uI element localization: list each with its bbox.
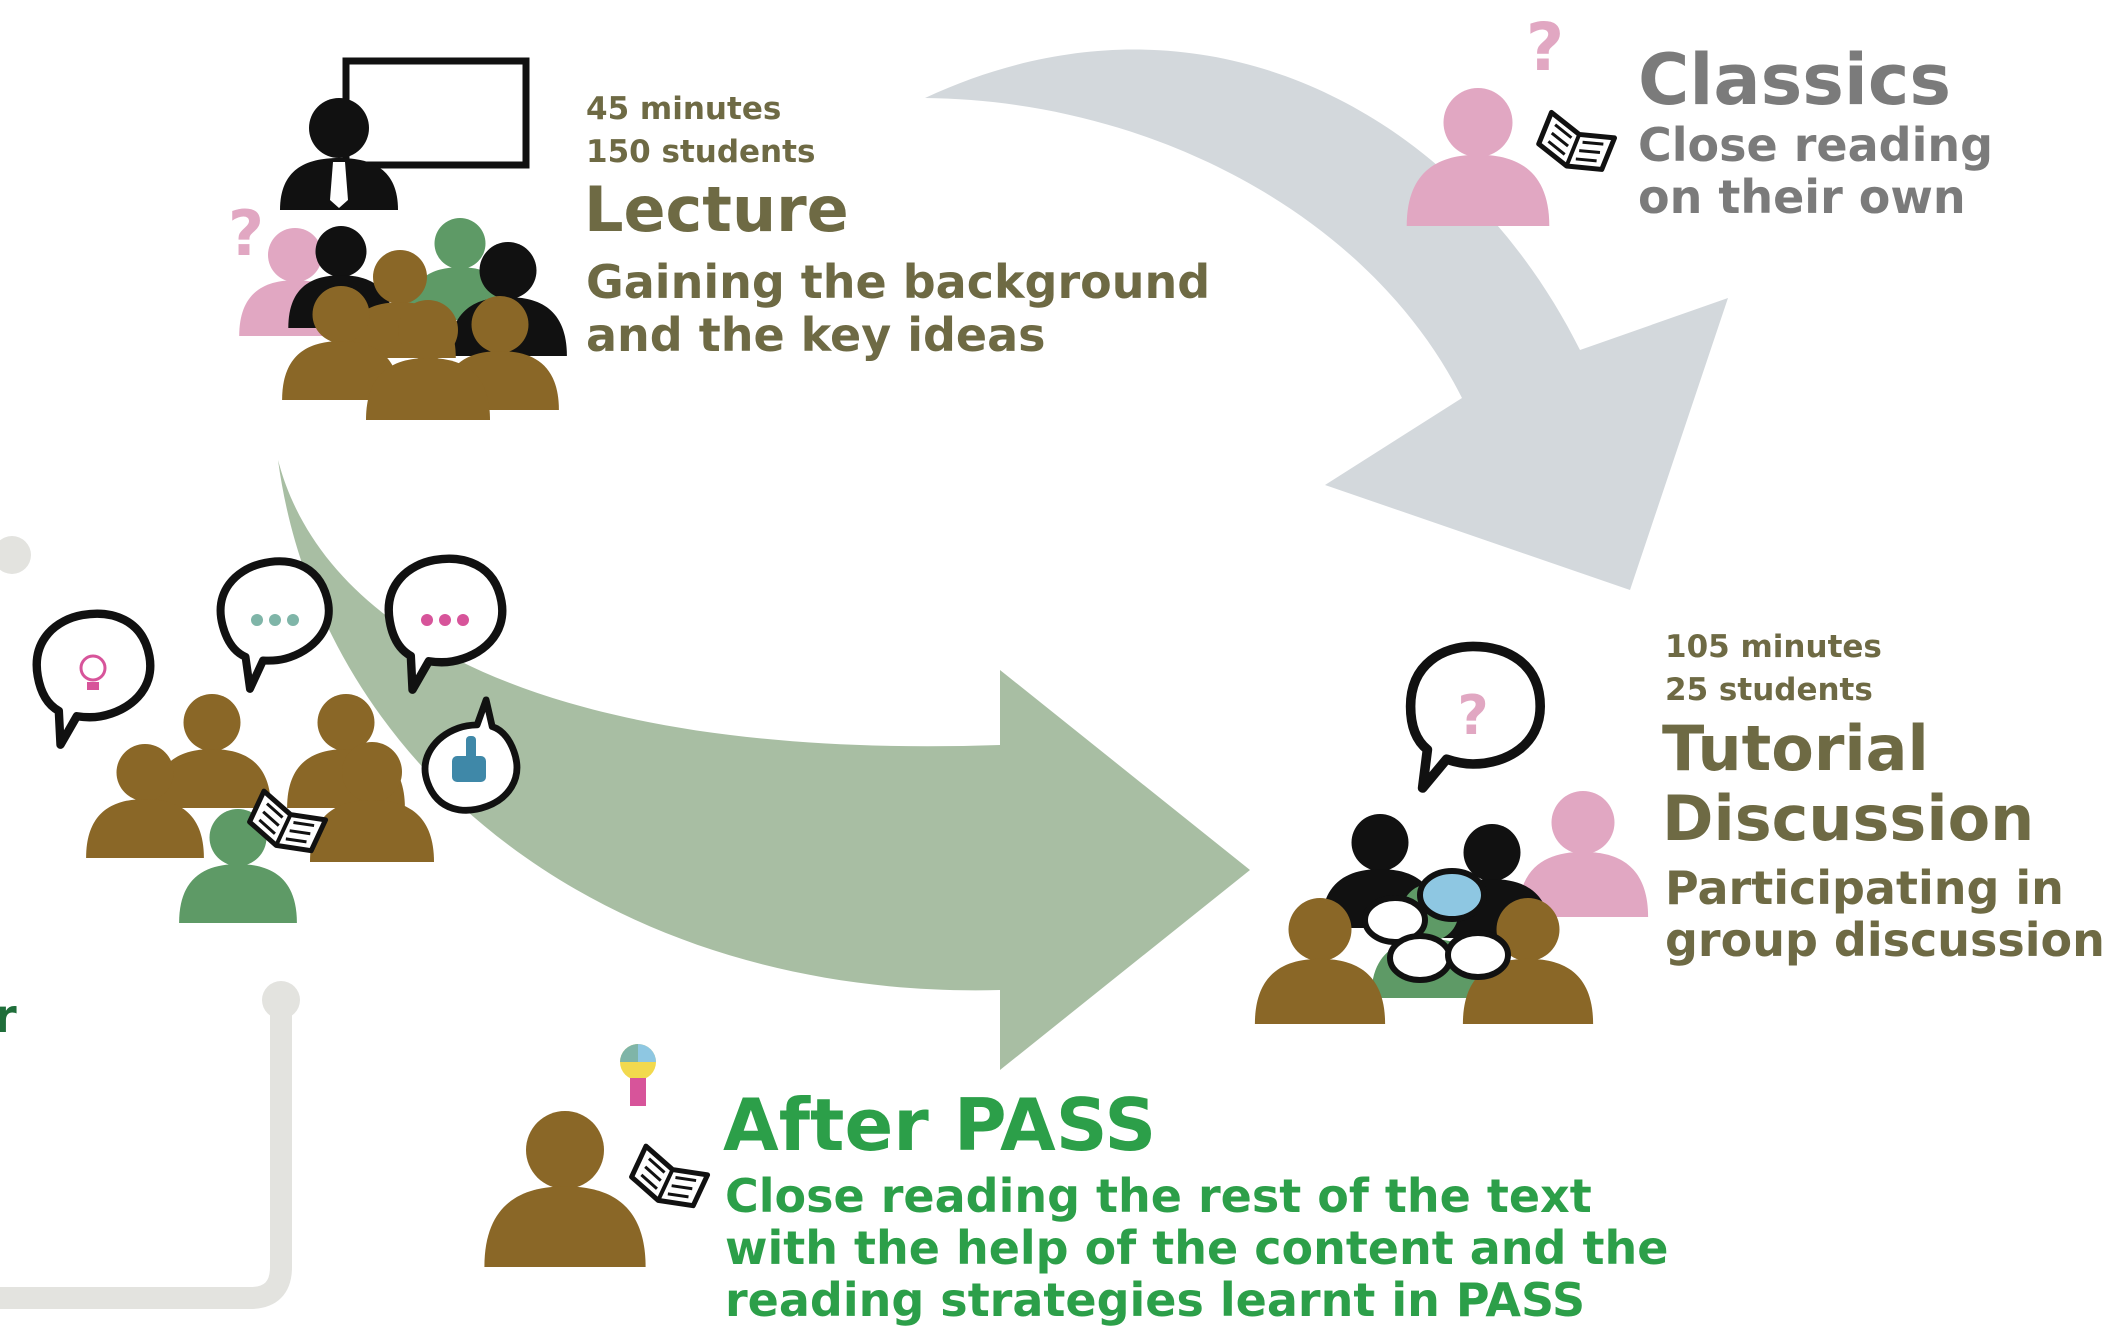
lightbulb-icon — [620, 1044, 656, 1106]
tutorial-title-line-1: Tutorial — [1662, 712, 1929, 785]
lecture-description-line-1: Gaining the background — [586, 255, 1211, 309]
lecture-duration: 45 minutes — [586, 91, 782, 127]
teacher-icon — [280, 98, 398, 210]
whiteboard-icon — [342, 57, 530, 169]
thumbs-up-icon — [452, 736, 486, 782]
speech-bubble-icon — [29, 605, 162, 747]
arrow-pass-to-tutorial — [278, 460, 1250, 1070]
lecture-student-count: 150 students — [586, 134, 816, 170]
left-track — [0, 536, 300, 1309]
after-pass-description-line-3: reading strategies learnt in PASS — [725, 1273, 1586, 1327]
tutorial-title-line-2: Discussion — [1662, 782, 2035, 855]
classics-illustration: ? — [1406, 9, 1615, 226]
lecture-title: Lecture — [584, 173, 849, 246]
question-mark-icon: ? — [228, 197, 264, 270]
student-group-icon — [239, 218, 567, 420]
after-pass-description-line-1: Close reading the rest of the text — [725, 1169, 1592, 1223]
speech-bubble-icon — [381, 550, 514, 692]
classics-description-line-1: Close reading — [1638, 118, 1994, 172]
tutorial-description-line-2: group discussion — [1665, 913, 2105, 967]
book-icon — [627, 1146, 707, 1215]
lightbulb-icon — [79, 654, 107, 690]
arrow-lecture-to-tutorial — [925, 49, 1728, 591]
question-mark-icon: ? — [1526, 9, 1564, 86]
tutorial-duration: 105 minutes — [1665, 629, 1882, 665]
lecture-illustration: ? — [228, 57, 567, 420]
tutorial-student-count: 25 students — [1665, 672, 1873, 708]
question-mark-icon: ? — [1457, 684, 1488, 747]
lecture-description-line-2: and the key ideas — [586, 308, 1046, 362]
student-icon — [1406, 88, 1550, 226]
after-pass-illustration — [484, 1044, 707, 1267]
book-icon — [1535, 112, 1615, 178]
classics-title: Classics — [1638, 39, 1952, 121]
speech-bubble-icon — [1362, 868, 1511, 983]
tutorial-illustration: ? — [1254, 646, 1649, 1024]
tutorial-description-line-1: Participating in — [1665, 861, 2064, 915]
student-icon — [484, 1111, 646, 1267]
after-pass-description-line-2: with the help of the content and the — [725, 1221, 1669, 1275]
speech-bubble-icon — [210, 549, 345, 691]
speech-bubble-icon: ? — [1411, 646, 1541, 788]
cropped-left-text: r — [0, 989, 17, 1043]
classics-description-line-2: on their own — [1638, 170, 1966, 224]
pass-group-illustration — [29, 549, 529, 923]
after-pass-title: After PASS — [723, 1083, 1157, 1167]
speech-bubble-icon — [408, 697, 529, 823]
